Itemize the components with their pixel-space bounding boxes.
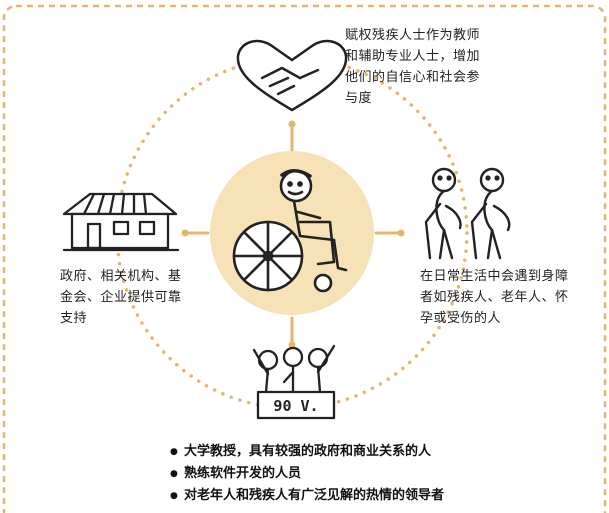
list-item: 大学教授，具有较强的政府和商业关系的人 (170, 441, 444, 463)
right-node-line: 在日常生活中会遇到身障 (420, 269, 569, 284)
top-node-line: 他们的自信心和社会参 (345, 70, 481, 85)
sign-board (256, 390, 336, 420)
right-node-line: 孕或受伤的人 (420, 311, 502, 326)
requirements-list: 大学教授，具有较强的政府和商业关系的人 熟练软件开发的人员 对老年人和残疾人有广… (170, 441, 444, 507)
list-item: 对老年人和残疾人有广泛见解的热情的领导者 (170, 485, 444, 507)
spoke-dots (181, 120, 405, 349)
cheering-people-icon (252, 344, 336, 420)
right-node-line: 者如残疾人、老年人、怀 (420, 290, 569, 305)
top-node-line: 赋权残疾人士作为教师 (345, 28, 481, 43)
top-node-line: 和辅助专业人士，增加 (345, 49, 481, 64)
right-node-text: 在日常生活中会遇到身障 者如残疾人、老年人、怀 孕或受伤的人 (420, 266, 595, 329)
connector-spokes (186, 126, 400, 344)
outer-frame (2, 4, 607, 513)
left-node-text: 政府、相关机构、基 金会、企业提供可靠 支持 (60, 266, 220, 329)
list-item: 熟练软件开发的人员 (170, 463, 444, 485)
top-node-line: 与度 (345, 91, 373, 106)
left-node-line: 政府、相关机构、基 (60, 269, 182, 284)
handshake-heart-icon (236, 39, 348, 112)
building-icon (62, 192, 180, 252)
left-node-line: 金会、企业提供可靠 (60, 290, 182, 305)
sign-text: 90 V. (273, 397, 318, 415)
elderly-people-icon (424, 167, 511, 260)
left-node-line: 支持 (60, 311, 88, 326)
top-node-text: 赋权残疾人士作为教师 和辅助专业人士，增加 他们的自信心和社会参 与度 (345, 25, 520, 109)
wheelchair-user-icon (232, 169, 348, 293)
